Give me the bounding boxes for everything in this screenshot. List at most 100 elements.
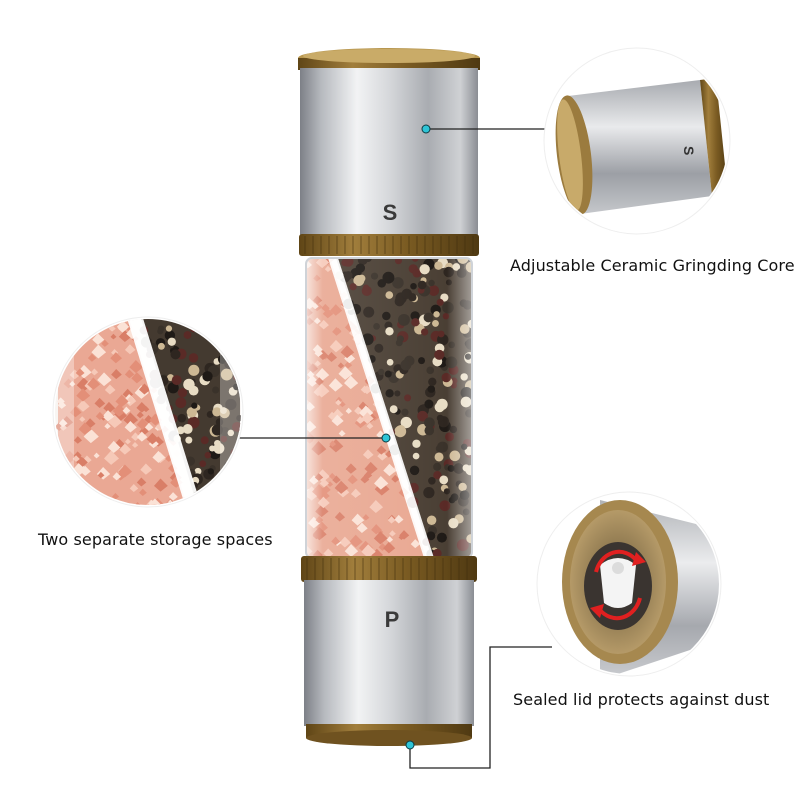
salt-crystal	[146, 432, 159, 445]
salt-crystal	[136, 411, 144, 419]
core-cylinder	[568, 80, 712, 214]
pepper-letter: P	[385, 607, 400, 632]
peppercorn	[199, 460, 207, 468]
salt-crystal	[104, 423, 111, 430]
salt-crystal	[76, 497, 91, 505]
peppercorn	[221, 469, 234, 482]
salt-crystal	[129, 359, 144, 374]
salt-crystal	[116, 320, 130, 333]
salt-crystal	[77, 399, 90, 412]
core-callout-label: Adjustable Ceramic Gringding Core	[510, 256, 795, 275]
peppercorn	[185, 436, 193, 444]
storage-divider	[126, 319, 204, 505]
peppercorn	[209, 445, 216, 452]
salt-crystal	[171, 509, 177, 515]
salt-crystal	[55, 486, 66, 497]
core-detail-circle: S	[543, 47, 731, 235]
peppercorn	[224, 479, 236, 491]
upper-bronze-ring	[299, 234, 479, 256]
salt-crystal	[59, 319, 74, 323]
salt-crystal	[131, 372, 144, 384]
peppercorn	[186, 407, 197, 418]
salt-crystal	[95, 411, 105, 421]
salt-crystal	[64, 471, 72, 479]
salt-crystal	[110, 352, 122, 364]
lid-detail-circle	[536, 491, 722, 677]
peppercorn	[202, 371, 213, 382]
peppercorn	[171, 375, 182, 386]
peppercorn	[225, 343, 233, 351]
salt-crystal	[102, 410, 115, 422]
salt-crystal	[144, 422, 154, 431]
salt-crystal	[79, 416, 86, 423]
pepper-mill: S P	[298, 48, 480, 746]
peppercorn	[212, 386, 220, 394]
bottom-steel-body	[304, 580, 474, 726]
peppercorn	[176, 426, 185, 435]
peppercorn	[211, 319, 222, 322]
salt-crystal	[57, 326, 64, 333]
peppercorn	[220, 435, 228, 443]
peppercorn	[207, 468, 214, 475]
peppercorn	[177, 388, 188, 398]
salt-crystal	[112, 404, 127, 417]
lid-connector	[409, 646, 552, 769]
salt-crystal	[110, 333, 117, 340]
salt-crystal	[168, 492, 178, 501]
salt-crystal	[182, 510, 189, 517]
salt-crystal	[131, 432, 141, 441]
peppercorn	[182, 424, 193, 434]
salt-letter: S	[383, 200, 398, 225]
peppercorn	[220, 407, 227, 414]
salt-crystal	[66, 502, 80, 505]
salt-crystal	[115, 394, 129, 408]
salt-crystal	[136, 431, 148, 442]
salt-crystal	[165, 454, 173, 462]
salt-crystal	[104, 384, 116, 395]
peppercorn	[213, 510, 221, 518]
salt-crystal	[65, 341, 76, 352]
salt-crystal	[127, 395, 135, 403]
storage-callout-label: Two separate storage spaces	[38, 530, 273, 549]
peppercorn	[175, 397, 187, 409]
salt-crystal	[130, 506, 136, 512]
salt-crystal	[56, 343, 66, 353]
salt-crystal	[153, 478, 168, 492]
rotate-arrows-icon	[594, 549, 642, 621]
core-bronze-ring	[700, 78, 728, 196]
salt-crystal	[103, 450, 119, 465]
salt-crystal	[69, 380, 76, 387]
peppercorn	[183, 378, 195, 391]
connector-lines	[236, 128, 552, 769]
salt-crystal	[112, 492, 120, 500]
peppercorn	[230, 469, 240, 480]
salt-crystal	[69, 369, 81, 380]
salt-crystal	[97, 319, 105, 327]
salt-crystal	[101, 339, 109, 347]
salt-crystal	[111, 369, 122, 380]
grinder-knob	[600, 558, 636, 608]
peppercorn	[194, 467, 202, 475]
core-dot	[421, 124, 431, 134]
salt-crystal	[72, 455, 80, 462]
peppercorn	[221, 506, 231, 516]
salt-crystal	[80, 312, 86, 318]
salt-crystal	[76, 388, 91, 402]
peppercorn	[212, 407, 222, 417]
salt-crystal	[59, 423, 67, 431]
salt-crystal	[108, 414, 123, 429]
peppercorn	[230, 471, 240, 481]
salt-crystal	[71, 493, 80, 502]
core-letter: S	[681, 146, 697, 155]
salt-crystal	[92, 333, 105, 345]
salt-crystal	[127, 510, 137, 519]
salt-crystal	[87, 377, 101, 390]
salt-crystal	[124, 344, 136, 355]
salt-crystal	[55, 468, 64, 476]
top-steel-body	[300, 68, 478, 238]
peppercorn	[200, 436, 209, 445]
peppercorn	[170, 349, 181, 360]
storage-dot	[381, 433, 391, 443]
salt-crystal	[97, 471, 105, 479]
peppercorn	[177, 413, 187, 423]
